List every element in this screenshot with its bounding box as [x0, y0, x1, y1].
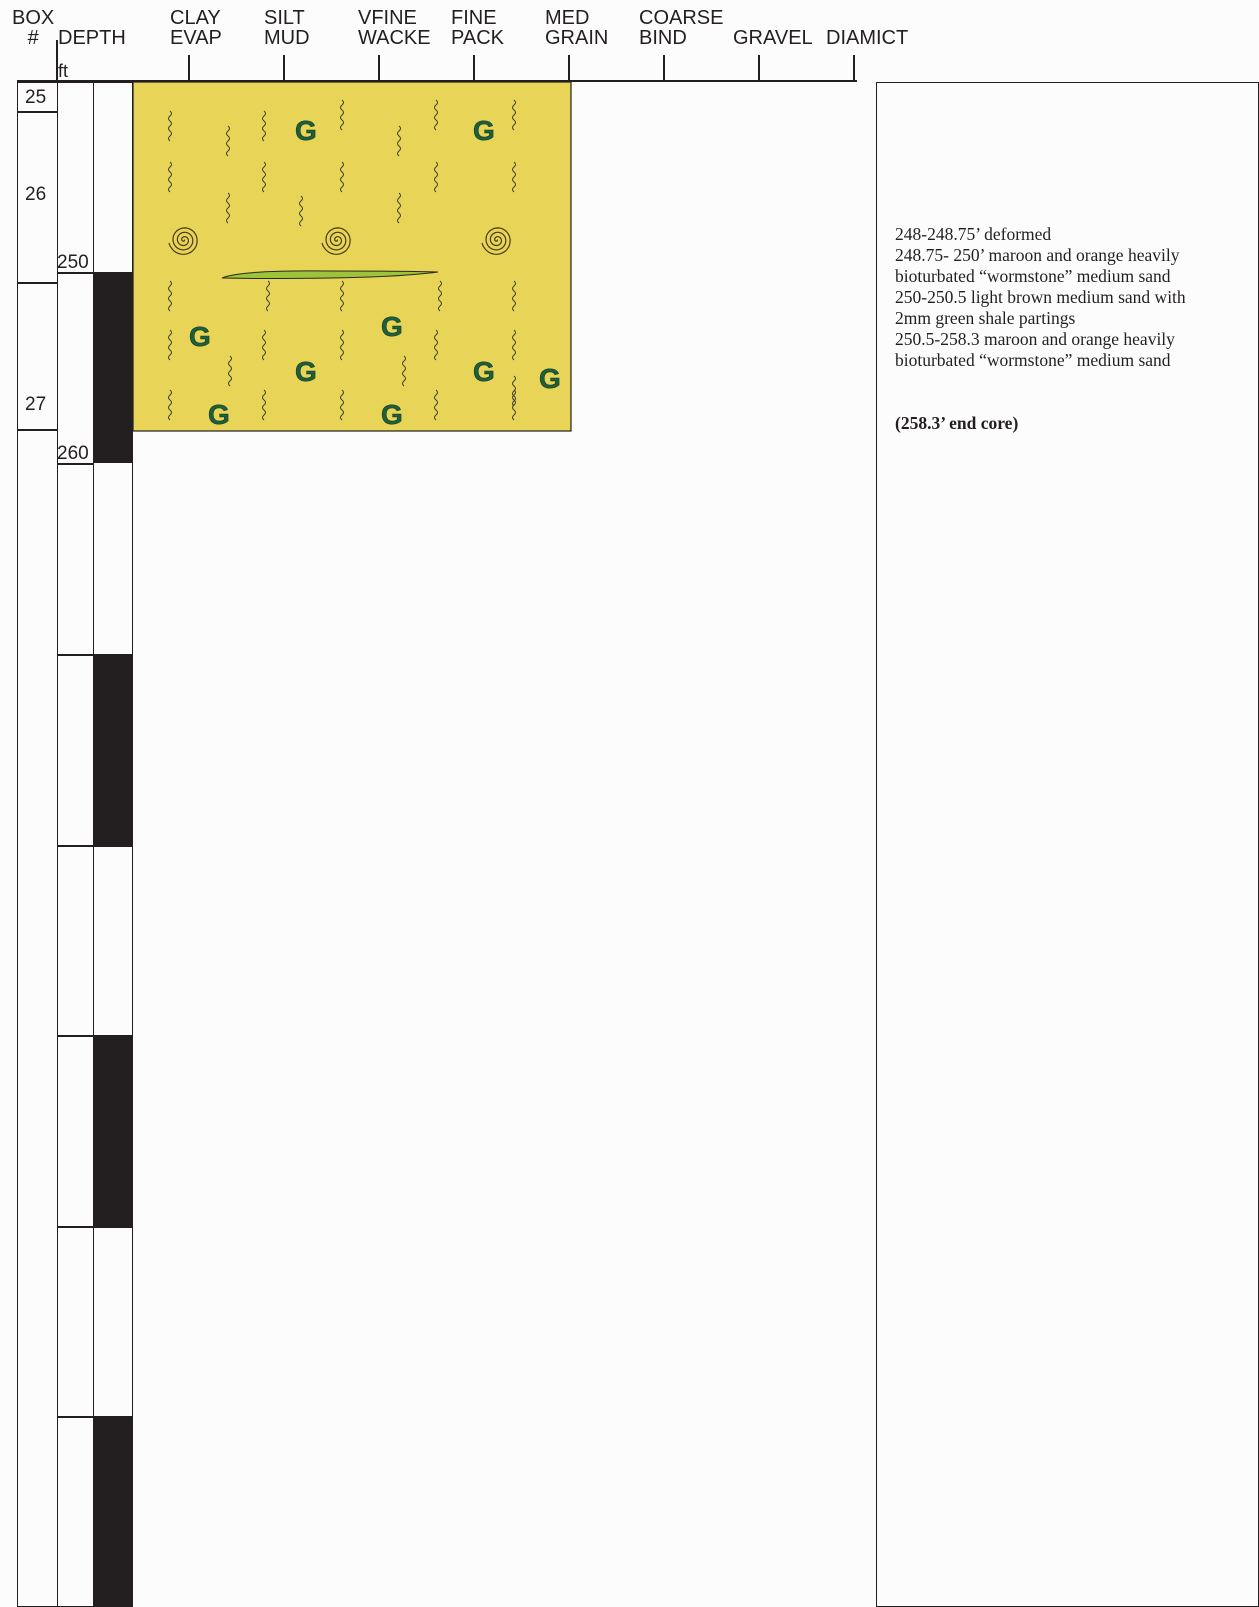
- description-line: bioturbated “wormstone” medium sand: [895, 350, 1255, 371]
- glauconite-symbol: G: [473, 115, 495, 146]
- description-line: 248.75- 250’ maroon and orange heavily: [895, 245, 1255, 266]
- description-text: 248-248.75’ deformed 248.75- 250’ maroon…: [895, 224, 1255, 434]
- glauconite-symbol: G: [295, 115, 317, 146]
- description-line: 2mm green shale partings: [895, 308, 1255, 329]
- glauconite-symbol: G: [381, 399, 403, 430]
- glauconite-symbol: G: [295, 356, 317, 387]
- glauconite-symbol: G: [381, 311, 403, 342]
- glauconite-symbol: G: [208, 399, 230, 430]
- description-line: 248-248.75’ deformed: [895, 224, 1255, 245]
- sand-unit: [133, 82, 571, 431]
- glauconite-symbol: G: [189, 321, 211, 352]
- glauconite-symbol: G: [539, 363, 561, 394]
- description-line: 250.5-258.3 maroon and orange heavily: [895, 329, 1255, 350]
- description-line: bioturbated “wormstone” medium sand: [895, 266, 1255, 287]
- end-core-note: (258.3’ end core): [895, 413, 1255, 434]
- glauconite-symbol: G: [473, 356, 495, 387]
- description-line: 250-250.5 light brown medium sand with: [895, 287, 1255, 308]
